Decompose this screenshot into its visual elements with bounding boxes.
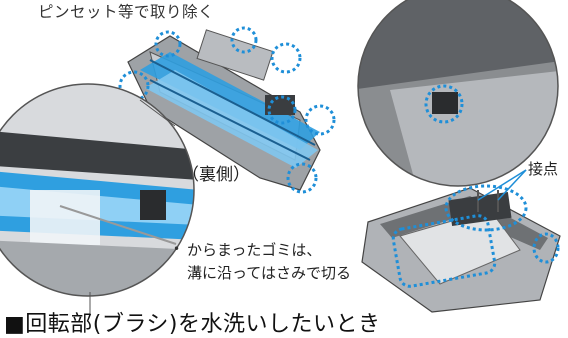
magnified-contact-detail xyxy=(357,0,559,187)
contact-pointer-line xyxy=(497,169,527,201)
brush-head-perspective xyxy=(361,187,561,313)
marker-circles-top xyxy=(118,26,336,194)
marker-circles-bottom xyxy=(391,184,560,288)
caption-tweezers: ピンセット等で取り除く xyxy=(38,3,215,21)
note-line-1: からまったゴミは、 xyxy=(187,241,322,259)
contact-pointer-line xyxy=(477,169,527,201)
note-bullet: • xyxy=(173,242,181,256)
cut-guide-line xyxy=(59,205,177,245)
label-reverse-side: （裏側） xyxy=(182,165,250,185)
section-heading: ■回転部(ブラシ)を水洗いしたいとき xyxy=(4,312,381,337)
note-line-2: 溝に沿ってはさみで切る xyxy=(187,264,351,282)
illustration xyxy=(0,0,561,316)
label-contact: 接点 xyxy=(528,160,559,178)
brush-head-underside xyxy=(127,29,321,191)
